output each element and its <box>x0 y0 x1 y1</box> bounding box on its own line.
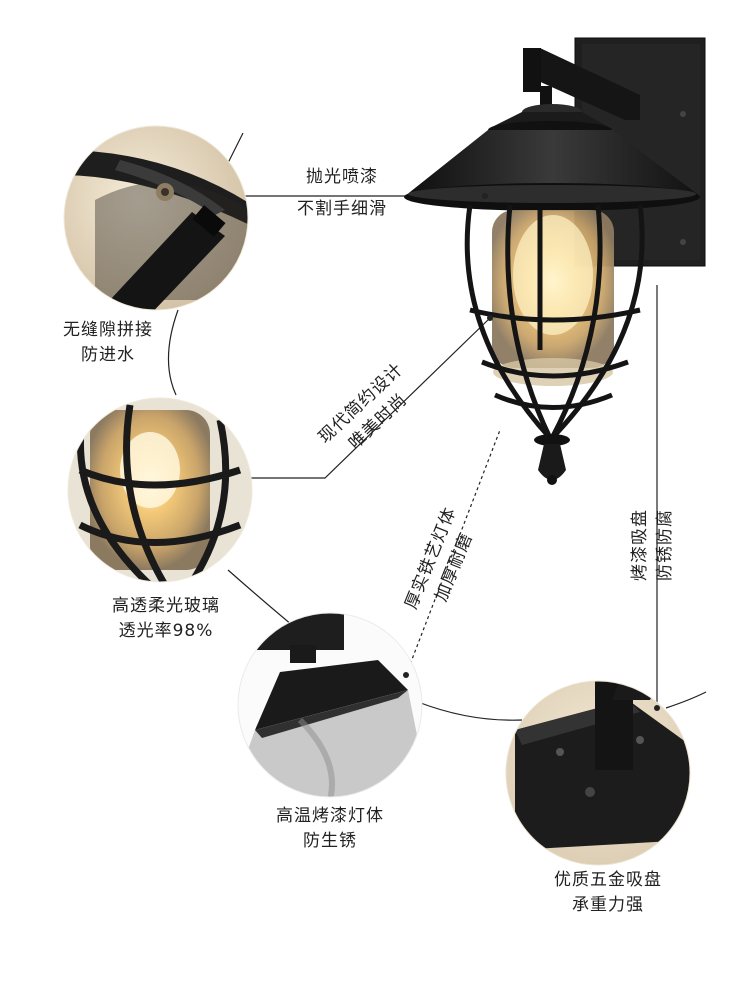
leader-dots <box>403 193 660 711</box>
detail-circle-shade <box>238 613 422 797</box>
feature-label-hightemp: 高温烤漆灯体 防生锈 <box>260 804 400 854</box>
feature-subtitle: 防生锈 <box>303 831 357 851</box>
feature-title: 无缝隙拼接 <box>63 320 153 340</box>
feature-subtitle: 防锈防腐 <box>655 509 675 581</box>
feature-label-hardware: 优质五金吸盘 承重力强 <box>538 868 678 918</box>
detail-circle-mount <box>506 681 690 865</box>
feature-label-glass: 高透柔光玻璃 透光率98% <box>96 594 236 644</box>
feature-label-polish: 抛光喷漆 不割手细滑 <box>282 165 402 222</box>
feature-title: 高透柔光玻璃 <box>112 596 220 616</box>
detail-circle-glass <box>68 398 252 582</box>
feature-subtitle: 不割手细滑 <box>297 199 387 219</box>
feature-label-bake: 烤漆吸盘 防锈防腐 <box>628 500 678 590</box>
feature-title: 抛光喷漆 <box>306 167 378 187</box>
feature-title: 优质五金吸盘 <box>554 870 662 890</box>
feature-label-seamless: 无缝隙拼接 防进水 <box>52 318 164 368</box>
main-lamp <box>404 37 706 485</box>
detail-circle-seam <box>64 126 248 310</box>
feature-subtitle: 防进水 <box>81 345 135 365</box>
feature-title: 烤漆吸盘 <box>630 509 650 581</box>
connector-lines <box>167 132 707 721</box>
feature-subtitle: 承重力强 <box>572 895 644 915</box>
feature-title: 高温烤漆灯体 <box>276 806 384 826</box>
feature-subtitle: 透光率98% <box>118 621 214 641</box>
